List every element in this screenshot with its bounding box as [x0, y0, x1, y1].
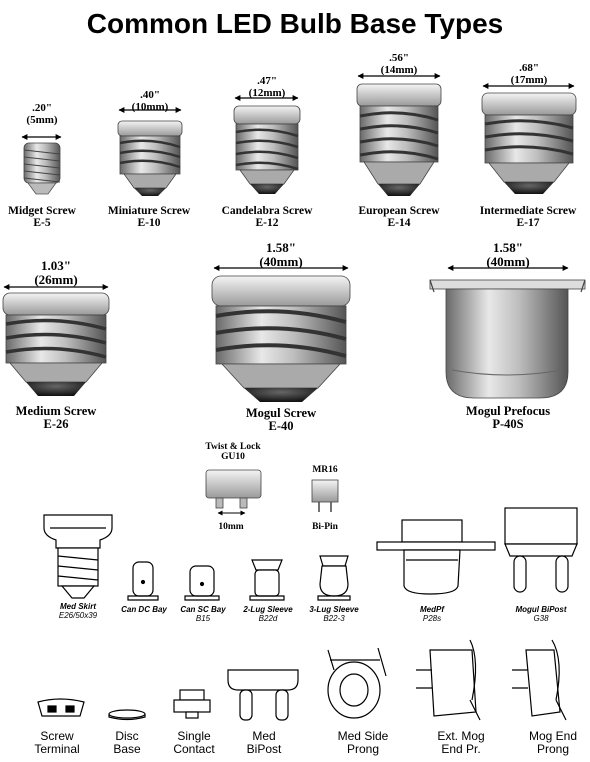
- gu10-dimension: 10mm: [218, 522, 244, 532]
- gu10-illustration: [205, 469, 262, 516]
- base-caption: Can DC Bay: [121, 605, 167, 614]
- mr16-title: MR16: [312, 465, 338, 475]
- dimension-label: .40"(10mm): [131, 89, 169, 113]
- mogul-screw-illustration: [211, 265, 351, 402]
- mog-end-prong-illustration: [512, 639, 567, 721]
- can-sc-bay-illustration: [184, 565, 220, 601]
- dimension-label: 1.58"(40mm): [486, 240, 530, 269]
- miniature-screw-illustration: [117, 107, 183, 196]
- disc-base-illustration: [108, 709, 146, 721]
- two-lug-sleeve-illustration: [249, 559, 285, 601]
- candelabra-screw-illustration: [233, 95, 301, 194]
- dimension-label: .47"(12mm): [248, 75, 286, 99]
- dimension-label: 1.03"(26mm): [34, 258, 78, 287]
- screw-terminal-illustration: [37, 698, 85, 717]
- midget-screw-illustration: [21, 134, 62, 195]
- mogul-bipost-illustration: [504, 507, 578, 593]
- ext-mog-end-prong-illustration: [416, 639, 481, 721]
- medpf-illustration: [376, 519, 496, 595]
- intermediate-screw-illustration: [481, 83, 577, 194]
- dimension-label: .20"(5mm): [26, 102, 58, 126]
- page-title: Common LED Bulb Base Types: [86, 8, 504, 39]
- three-lug-sleeve-illustration: [317, 555, 351, 601]
- mr16-illustration: [311, 479, 339, 512]
- medium-screw-illustration: [2, 284, 110, 396]
- mr16-label: Bi-Pin: [312, 522, 338, 532]
- european-screw-illustration: [356, 73, 442, 196]
- mogul-prefocus-illustration: [429, 265, 586, 399]
- single-contact-illustration: [173, 689, 211, 719]
- dimension-label: .56"(14mm): [380, 52, 418, 76]
- med-side-prong-illustration: [327, 647, 387, 719]
- dimension-label: .68"(17mm): [510, 62, 548, 86]
- can-dc-bay-illustration: [127, 561, 159, 601]
- med-bipost-illustration: [227, 669, 299, 721]
- dimension-label: 1.58"(40mm): [259, 240, 303, 269]
- med-skirt-illustration: [43, 514, 113, 599]
